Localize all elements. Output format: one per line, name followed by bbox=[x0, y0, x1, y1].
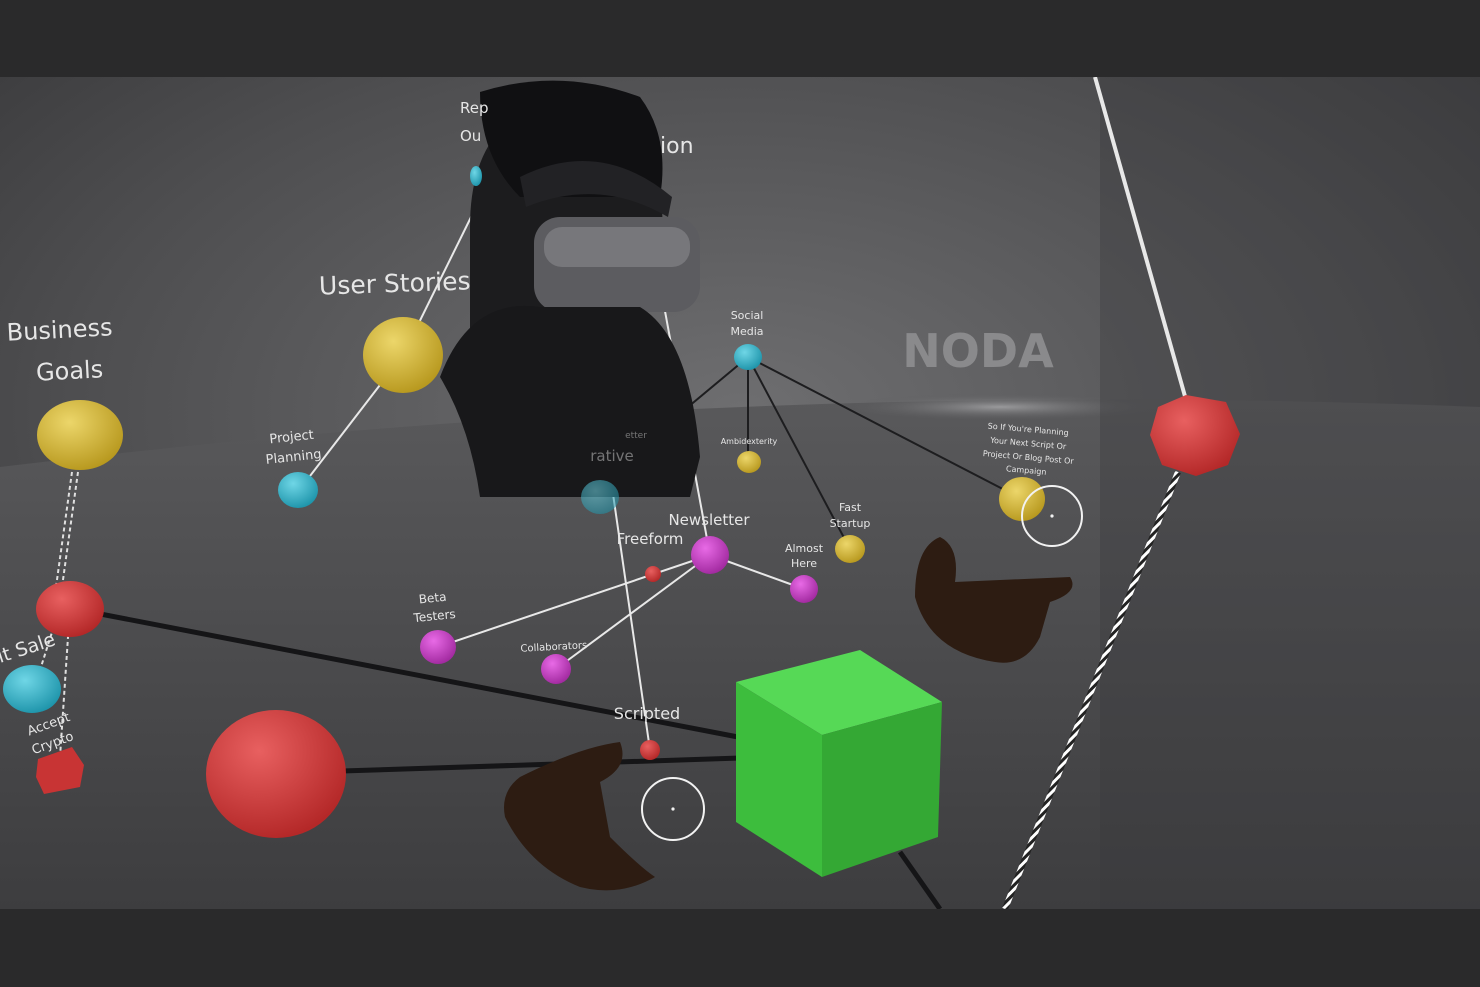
label-fast-startup-1: Fast bbox=[839, 501, 862, 514]
node-freeform[interactable] bbox=[645, 566, 661, 582]
node-red-left[interactable] bbox=[36, 581, 104, 637]
avatar-hands bbox=[504, 537, 1073, 891]
vr-headset-highlight bbox=[544, 227, 690, 267]
node-social-media[interactable] bbox=[734, 344, 762, 370]
label-scripted: Scripted bbox=[614, 704, 680, 723]
label-business-goals-1: Business bbox=[6, 313, 113, 347]
edge-social-planning-note bbox=[747, 356, 1023, 500]
node-almost-here[interactable] bbox=[790, 575, 818, 603]
avatar-torso bbox=[440, 305, 700, 497]
floor-spotlight bbox=[840, 393, 1160, 421]
pointer-dot-left bbox=[671, 807, 675, 811]
noda-logo: NODA bbox=[902, 324, 1054, 378]
label-project-planning-1: Project bbox=[269, 428, 315, 448]
label-project-planning-2: Planning bbox=[265, 447, 322, 468]
vr-avatar bbox=[440, 80, 700, 497]
label-creative-partial: rative bbox=[590, 447, 634, 465]
label-beta-testers-2: Testers bbox=[412, 607, 456, 625]
nodes[interactable] bbox=[3, 166, 1240, 838]
label-social-media-1: Social bbox=[731, 309, 764, 322]
left-hand bbox=[504, 742, 655, 891]
pointer-reticle-left[interactable] bbox=[641, 777, 705, 841]
node-ambidexterity[interactable] bbox=[737, 451, 761, 473]
right-wall bbox=[1100, 77, 1480, 909]
node-connections bbox=[299, 77, 1190, 751]
label-newsletter: Newsletter bbox=[668, 511, 750, 529]
node-collaborators[interactable] bbox=[541, 654, 571, 684]
node-beta-testers[interactable] bbox=[420, 630, 456, 664]
edge-red-top bbox=[1093, 77, 1190, 408]
pointer-reticle-right[interactable] bbox=[1021, 485, 1083, 547]
node-creative[interactable] bbox=[581, 480, 619, 514]
vr-mindmap-scene[interactable]: NODA bbox=[0, 77, 1480, 909]
cube-top bbox=[736, 650, 942, 735]
edge-goals-red-b bbox=[55, 471, 73, 588]
pointer-dot-right bbox=[1050, 514, 1054, 518]
node-business-goals[interactable] bbox=[37, 400, 123, 470]
edge-scripted-creative bbox=[611, 486, 651, 751]
node-red-big[interactable] bbox=[206, 710, 346, 838]
node-planning-note[interactable] bbox=[999, 477, 1045, 521]
label-collaborators: Collaborators bbox=[520, 640, 587, 654]
right-hand bbox=[915, 537, 1073, 663]
label-ion-partial: ion bbox=[660, 134, 694, 159]
edge-social-fast bbox=[747, 356, 851, 550]
edge-social-avatar bbox=[681, 356, 749, 413]
bottom-letterbox bbox=[0, 909, 1480, 987]
cube-right bbox=[822, 702, 942, 877]
label-letter-partial: etter bbox=[625, 431, 647, 441]
node-sale[interactable] bbox=[3, 665, 61, 713]
node-red-right[interactable] bbox=[1150, 395, 1240, 476]
edge-newsletter-beta bbox=[437, 554, 711, 648]
node-rep-partial[interactable] bbox=[470, 166, 482, 186]
label-almost-here-2: Here bbox=[791, 557, 817, 570]
edge-newsletter-collab bbox=[555, 554, 711, 670]
label-planning-note-4: Campaign bbox=[1006, 464, 1047, 477]
label-user-stories: User Stories bbox=[318, 266, 470, 300]
striped-tether bbox=[1002, 470, 1181, 909]
label-rep-partial: Rep bbox=[460, 99, 489, 117]
label-ou-partial: Ou bbox=[460, 127, 481, 145]
node-user-stories[interactable] bbox=[363, 317, 443, 393]
top-letterbox bbox=[0, 0, 1480, 77]
dark-connections bbox=[681, 356, 1023, 550]
node-accept-crypto-cube[interactable] bbox=[36, 747, 84, 794]
label-business-goals-2: Goals bbox=[35, 355, 104, 386]
node-newsletter[interactable] bbox=[691, 536, 729, 574]
node-fast-startup[interactable] bbox=[835, 535, 865, 563]
label-fast-startup-2: Startup bbox=[830, 517, 871, 530]
node-scripted[interactable] bbox=[640, 740, 660, 760]
edge-goals-red-a bbox=[61, 471, 79, 588]
green-cube[interactable] bbox=[736, 650, 942, 877]
label-beta-testers-1: Beta bbox=[418, 590, 447, 607]
node-project-planning[interactable] bbox=[278, 472, 318, 508]
ray-cube-down bbox=[897, 850, 943, 909]
label-ambidexterity: Ambidexterity bbox=[721, 437, 778, 446]
avatar-cap-brim bbox=[520, 161, 672, 217]
label-social-media-2: Media bbox=[730, 325, 763, 338]
floor bbox=[0, 399, 1480, 909]
label-almost-here-1: Almost bbox=[785, 542, 824, 555]
label-freeform: Freeform bbox=[617, 530, 684, 548]
cube-left bbox=[736, 682, 822, 877]
ray-left-red bbox=[89, 609, 739, 740]
